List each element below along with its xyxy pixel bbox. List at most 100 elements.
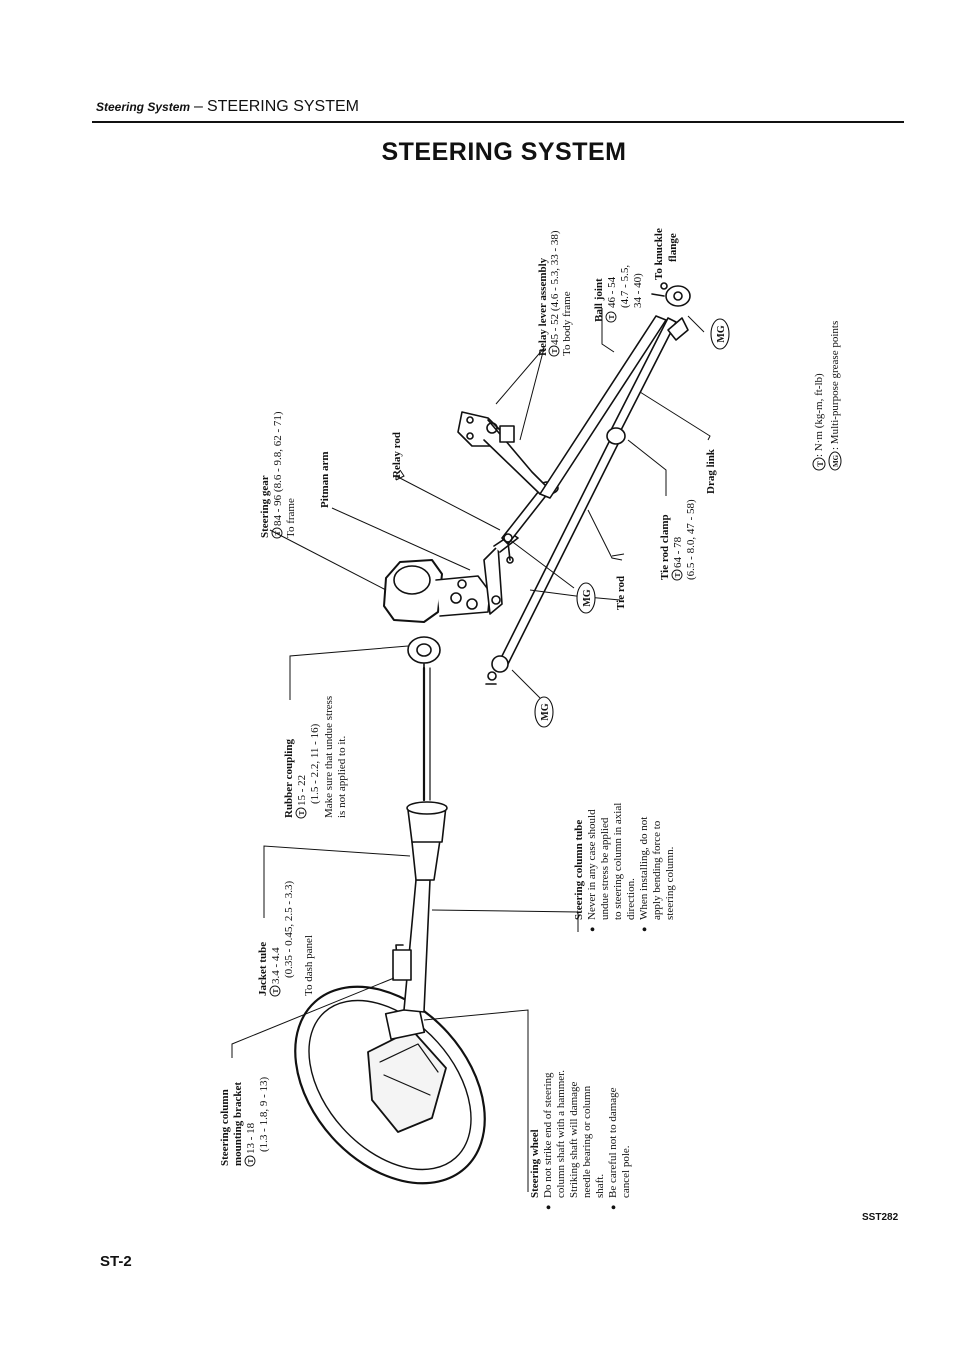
mg-badge-text: MG [716,325,727,342]
steering-gear-note: To frame [285,498,297,538]
label-relay-rod: Relay rod [391,432,403,478]
label-drag-link: Drag link [705,448,717,494]
bullet: ● [543,1205,553,1210]
header-section-italic: Steering System [96,100,191,114]
knuckle-line2: flange [667,233,679,262]
mg-badge-text: MG [582,589,593,606]
pitman-arm-text: Pitman arm [319,451,331,508]
leader-lines [231,308,711,1192]
label-tie-rod-clamp: Tie rod clamp T 64 - 78 (6.5 - 8.0, 47 -… [659,499,697,581]
legend-t-text: : N·m (kg-m, ft-lb) [813,373,825,457]
torque-symbol: T [274,530,282,535]
mg-badge-ball-joint: MG [710,318,730,350]
relay-lever-drawing [457,411,549,495]
steering-gear-torque: 84 - 96 (8.6 - 9.8, 62 - 71) [272,411,284,526]
steering-gear-drawing [383,559,491,623]
legend: T : N·m (kg-m, ft-lb) MG : Multi-purpose… [812,321,842,471]
label-rubber-coupling: Rubber coupling T 15 - 22 (1.5 - 2.2, 11… [283,696,348,819]
steering-wheel-b1-l5: shaft. [594,1174,606,1198]
header-section-title: STEERING SYSTEM [206,98,359,115]
bullet: ● [608,1205,618,1210]
rubber-coupling-note1: Make sure that undue stress [323,696,335,818]
rubber-coupling-drawing [407,636,441,673]
column-tube-b1-l2: undue stress be applied [599,817,611,920]
label-pitman-arm: Pitman arm [319,451,331,508]
label-steering-column-tube: Steering column tube ● Never in any case… [573,803,676,932]
label-relay-lever-assembly: Relay lever assembly T 45 - 52 (4.6 - 5.… [537,230,573,357]
pitman-arm-drawing [483,533,519,615]
steering-wheel-b1-l1: Do not strike end of steering [542,1072,554,1198]
jacket-tube-torque2: (0.35 - 0.45, 2.5 - 3.3) [283,881,295,978]
label-jacket-tube: Jacket tube T 3.4 - 4.4 (0.35 - 0.45, 2.… [257,881,315,997]
drag-link-drawing [503,315,667,564]
steering-wheel-b2-l2: cancel pole. [620,1145,632,1198]
tie-rod-clamp-torque: 64 - 78 [672,536,684,568]
steering-column-drawing [392,666,448,1013]
column-tube-b2-l3: steering column. [664,846,676,920]
relay-rod-text: Relay rod [391,432,403,478]
steering-wheel-b2-l1: Be careful not to damage [607,1087,619,1198]
component-drawing [294,282,691,1185]
label-mounting-bracket: Steering column mounting bracket T 13 - … [219,1077,270,1167]
column-tube-b2-l2: apply bending force to [651,820,663,920]
torque-symbol: T [298,810,306,815]
mg-badge-tie-rod-end: MG [534,696,554,728]
torque-symbol: T [272,988,280,993]
legend-grease: MG : Multi-purpose grease points [828,321,842,471]
mg-badge-center: MG [576,582,596,614]
jacket-tube-torque: 3.4 - 4.4 [270,947,282,984]
relay-lever-note: To body frame [561,291,573,356]
label-ball-joint: Ball joint T 46 - 54 (4.7 - 5.5, 34 - 40… [593,265,644,323]
steering-wheel-b1-l2: column shaft with a hammer. [555,1070,567,1198]
header-rule [92,121,904,123]
mounting-bracket-line1: Steering column [219,1089,231,1166]
running-header: Steering System–STEERING SYSTEM [96,98,359,116]
torque-symbol: T [674,572,682,577]
label-knuckle-flange: To knuckle flange [653,228,679,280]
mounting-bracket-torque: 13 - 18 [245,1122,257,1154]
column-tube-b1-l1: Never in any case should [586,809,598,920]
ball-joint-torque2: (4.7 - 5.5, [619,265,631,308]
header-dash: – [194,98,203,115]
torque-symbol: T [608,314,616,319]
mounting-bracket-torque2: (1.3 - 1.8, 9 - 13) [258,1077,270,1152]
steering-gear-title: Steering gear [259,475,271,538]
mounting-bracket-line2: mounting bracket [232,1082,244,1166]
page-number: ST-2 [100,1253,132,1270]
drag-link-text: Drag link [705,448,717,494]
label-tie-rod: Tie rod [615,576,627,610]
steering-wheel-b1-l3: Striking shaft will damage [568,1081,580,1198]
mg-grease-point-badges: MG MG MG [534,318,730,728]
column-tube-title: Steering column tube [573,820,585,920]
ball-joint-torque: 46 - 54 [606,276,618,308]
bullet: ● [587,927,597,932]
steering-wheel-drawing [294,985,486,1185]
legend-torque: T : N·m (kg-m, ft-lb) [812,373,826,471]
relay-lever-title: Relay lever assembly [537,257,549,356]
legend-t-symbol: T [816,461,825,467]
jacket-tube-note: To dash panel [303,935,315,996]
ball-joint-torque3: 34 - 40) [632,273,644,308]
steering-wheel-title: Steering wheel [529,1129,541,1198]
mg-badge-text: MG [540,703,551,720]
figure-code: SST282 [862,1212,899,1223]
bullet: ● [639,927,649,932]
legend-mg-text: : Multi-purpose grease points [829,321,841,450]
torque-symbol: T [551,348,559,353]
ball-joint-title: Ball joint [593,278,605,322]
column-tube-b1-l4: direction. [625,878,637,920]
relay-lever-torque: 45 - 52 (4.6 - 5.3, 33 - 38) [549,230,561,345]
column-tube-b1-l3: to steering column in axial [612,803,624,920]
rubber-coupling-note2: is not applied to it. [336,736,348,818]
steering-wheel-b1-l4: needle bearing or column [581,1085,593,1198]
tie-rod-drawing [485,317,677,685]
jacket-tube-title: Jacket tube [257,942,269,996]
knuckle-line1: To knuckle [653,228,665,280]
ball-joint-drawing [651,282,691,341]
tie-rod-text: Tie rod [615,576,627,610]
torque-symbol: T [247,1158,255,1163]
legend-mg-symbol: MG [832,454,840,467]
tie-rod-clamp-torque2: (6.5 - 8.0, 47 - 58) [685,499,697,580]
column-tube-b2-l1: When installing, do not [638,817,650,920]
label-steering-gear: Steering gear T 84 - 96 (8.6 - 9.8, 62 -… [259,411,297,539]
